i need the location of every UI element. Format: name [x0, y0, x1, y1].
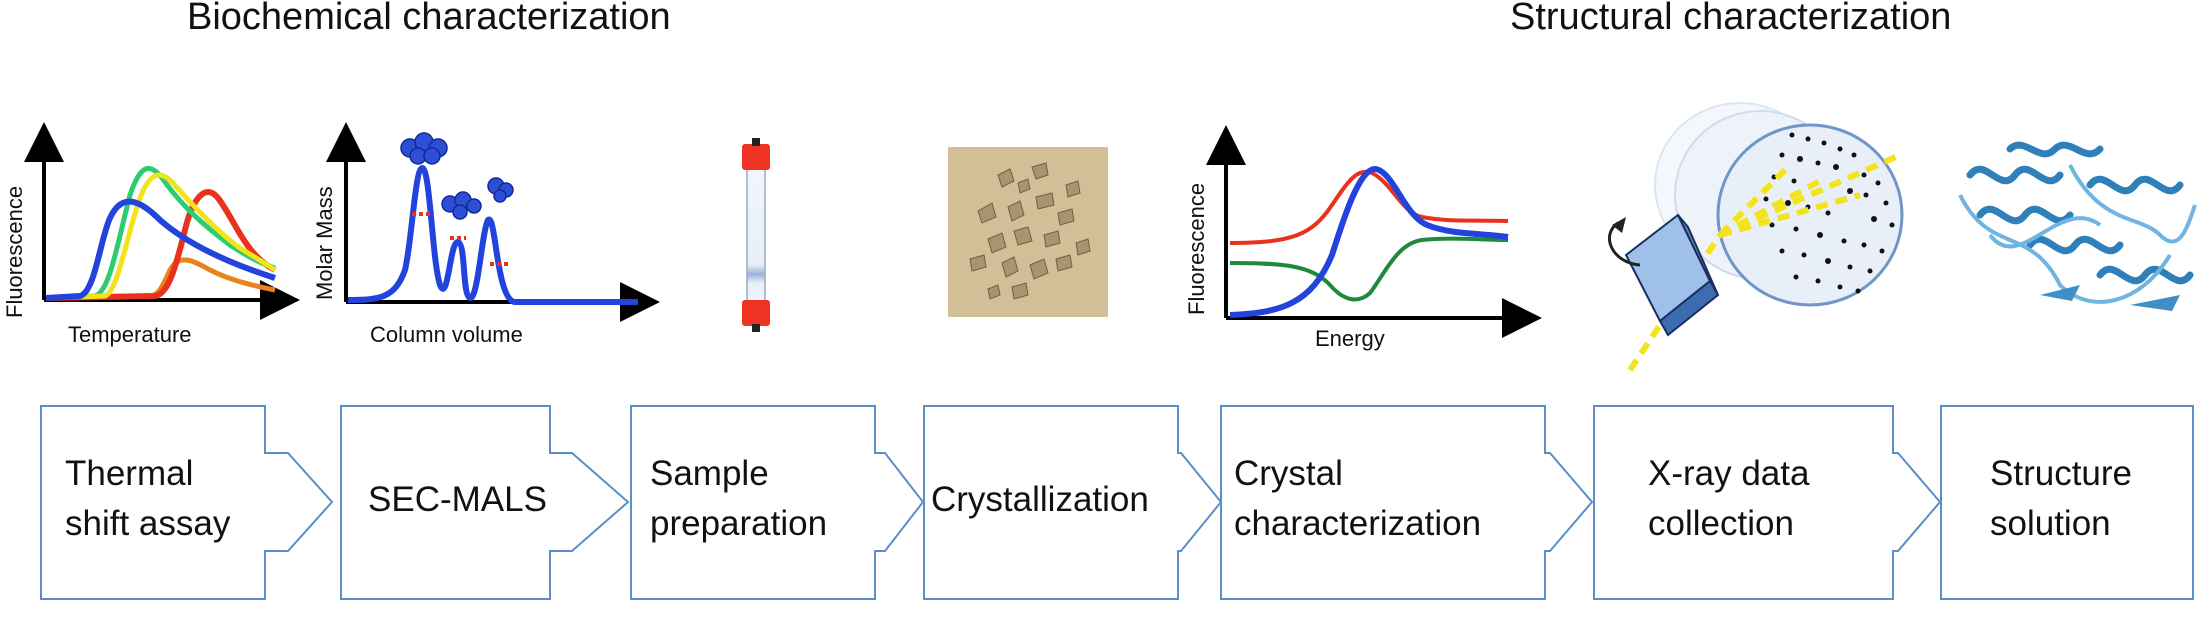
step-label-line2: characterization [1234, 504, 1482, 543]
oligomer-icon-medium [441, 191, 482, 220]
curve-red [45, 189, 277, 301]
crystal-image [948, 147, 1108, 317]
thermal-x-label: Temperature [68, 322, 192, 347]
step-label-line1: X-ray data [1648, 454, 1810, 493]
step-structure-solution: Structure solution [1940, 405, 2195, 600]
detector-plates [1654, 102, 1904, 307]
curve-green [1229, 236, 1509, 302]
secmals-x-label: Column volume [370, 322, 523, 347]
step-label-line2: collection [1648, 504, 1794, 543]
fluorescence-x-label: Energy [1315, 326, 1385, 351]
step-crystallization: Crystallization [923, 405, 1223, 600]
sample-column-icon [742, 138, 770, 332]
sec-mals-plot [326, 122, 660, 322]
step-label-line2: preparation [650, 504, 828, 543]
fluorescence-y-label: Fluorescence [1184, 182, 1209, 315]
biochemical-characterization-header: Biochemical characterization [187, 0, 671, 38]
thermal-shift-plot [24, 122, 300, 320]
oligomer-icon-small [487, 177, 514, 203]
step-label-line1: Crystallization [931, 480, 1149, 519]
step-label-line1: Sample [650, 454, 769, 493]
rotation-arrow-icon [1607, 221, 1641, 267]
step-label-line1: Crystal [1234, 454, 1343, 493]
thermal-y-label: Fluorescence [2, 185, 27, 318]
diffraction-spots [1763, 132, 1895, 294]
step-label-line1: Thermal [65, 454, 194, 493]
curve-green [45, 166, 276, 301]
step-label-line2: shift assay [65, 504, 231, 543]
step-thermal-shift-assay: Thermal shift assay [40, 405, 340, 600]
step-sample-preparation: Sample preparation [630, 405, 925, 600]
curve-red [1229, 169, 1509, 245]
step-sec-mals: SEC-MALS [340, 405, 630, 600]
structural-characterization-header: Structural characterization [1510, 0, 1952, 38]
step-label-line2: solution [1990, 504, 2111, 543]
step-label-line1: Structure [1990, 454, 2132, 493]
curve-blue [1229, 166, 1509, 318]
protein-structure-image [1958, 141, 2197, 311]
curve-blue [45, 198, 276, 301]
fluorescence-scan-plot [1206, 125, 1542, 338]
secmals-y-label: Molar Mass [312, 186, 337, 300]
step-xray-data-collection: X-ray data collection [1593, 405, 1943, 600]
oligomer-icon-large [400, 132, 448, 165]
step-label-line1: SEC-MALS [368, 480, 547, 519]
elution-trace [347, 164, 638, 305]
crystal-icon [1624, 213, 1720, 337]
diffraction-illustration [1607, 102, 1904, 372]
step-crystal-characterization: Crystal characterization [1220, 405, 1595, 600]
curve-yellow [45, 172, 277, 301]
